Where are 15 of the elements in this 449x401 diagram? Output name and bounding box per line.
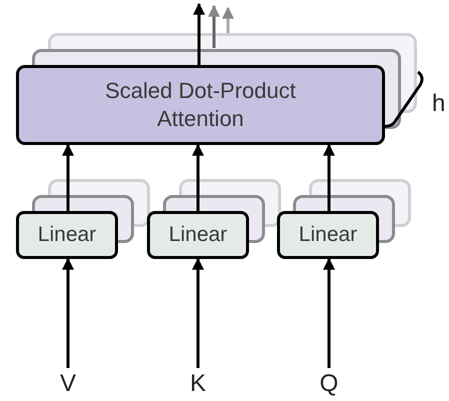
input-label: K — [178, 368, 218, 400]
attention-box: Scaled Dot-Product Attention — [16, 65, 385, 145]
arrow — [193, 2, 205, 65]
head-count-label: h — [432, 92, 446, 116]
arrow — [62, 258, 74, 368]
input-label: V — [48, 368, 88, 400]
linear-box: Linear — [16, 211, 118, 259]
arrow — [323, 144, 335, 211]
arrow — [192, 258, 204, 368]
input-label: Q — [309, 368, 349, 400]
linear-box: Linear — [277, 211, 379, 259]
arrow — [62, 144, 74, 211]
linear-box: Linear — [147, 211, 249, 259]
arrow — [192, 144, 204, 211]
arrow — [323, 258, 335, 368]
